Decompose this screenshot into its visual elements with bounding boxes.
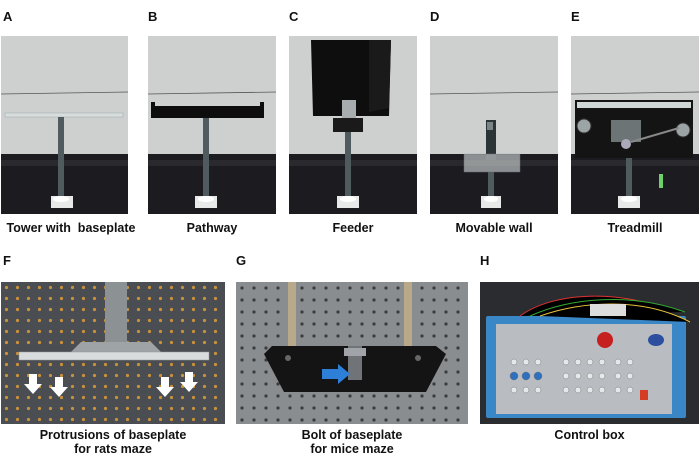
caption-g-line-2: for mice maze bbox=[310, 442, 394, 456]
caption-c: Feeder bbox=[332, 221, 374, 235]
photo-pathway bbox=[148, 36, 276, 214]
panel-letter-e: E bbox=[571, 9, 580, 24]
panel-letter-g: G bbox=[236, 253, 247, 268]
caption-g-line-1: Bolt of baseplate bbox=[301, 428, 403, 442]
photo-feeder bbox=[289, 36, 417, 214]
caption-f-line-2: for rats maze bbox=[74, 442, 152, 456]
photo-treadmill bbox=[571, 36, 699, 214]
photo-baseplate-bolt-mice bbox=[236, 282, 468, 424]
panel-letter-a: A bbox=[3, 9, 13, 24]
caption-e: Treadmill bbox=[607, 221, 663, 235]
caption-f-line-1: Protrusions of baseplate bbox=[39, 428, 187, 442]
panel-letter-c: C bbox=[289, 9, 299, 24]
photo-tower-with-baseplate bbox=[1, 36, 128, 214]
caption-g: Bolt of baseplate for mice maze bbox=[236, 428, 468, 456]
panel-letter-h: H bbox=[480, 253, 490, 268]
caption-f: Protrusions of baseplate for rats maze bbox=[1, 428, 225, 456]
photo-movable-wall bbox=[430, 36, 558, 214]
caption-b: Pathway bbox=[186, 221, 238, 235]
caption-d: Movable wall bbox=[455, 221, 533, 235]
photo-baseplate-protrusions-rats bbox=[1, 282, 225, 424]
panel-letter-b: B bbox=[148, 9, 158, 24]
photo-control-box bbox=[480, 282, 699, 424]
caption-h: Control box bbox=[554, 428, 625, 442]
caption-a: Tower with baseplate bbox=[6, 221, 136, 235]
panel-letter-d: D bbox=[430, 9, 440, 24]
panel-letter-f: F bbox=[3, 253, 11, 268]
